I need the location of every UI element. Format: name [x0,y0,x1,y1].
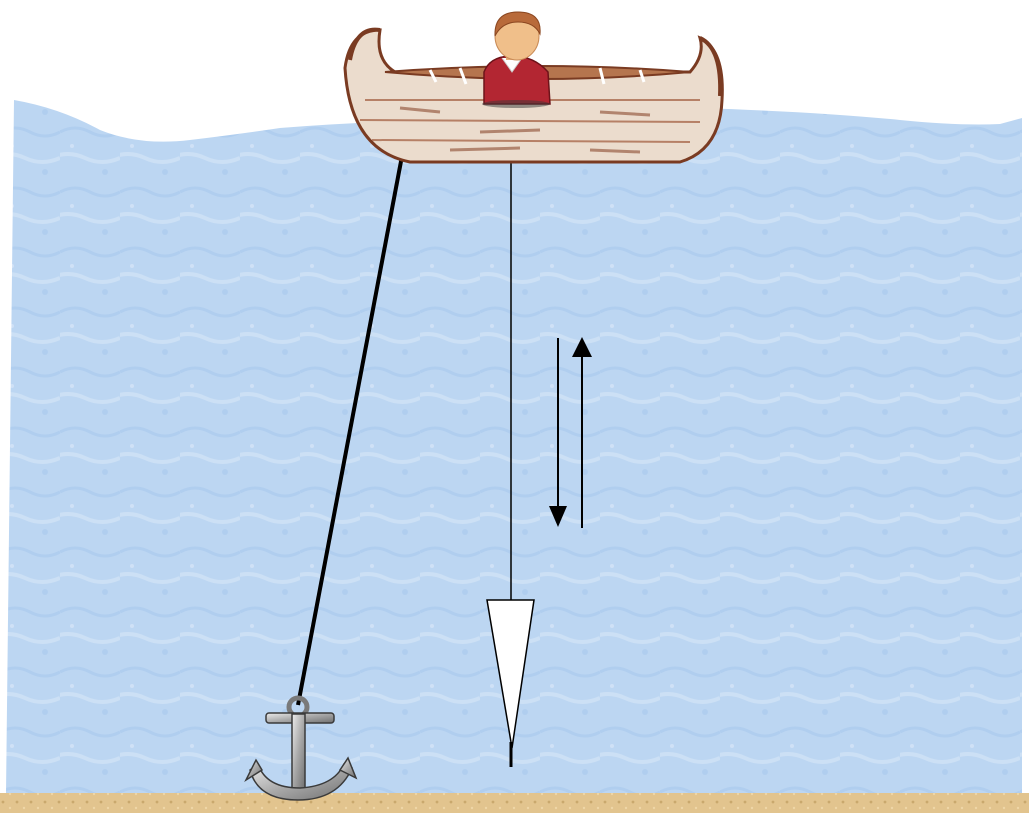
seabed [0,793,1029,813]
person-in-canoe [482,12,550,108]
